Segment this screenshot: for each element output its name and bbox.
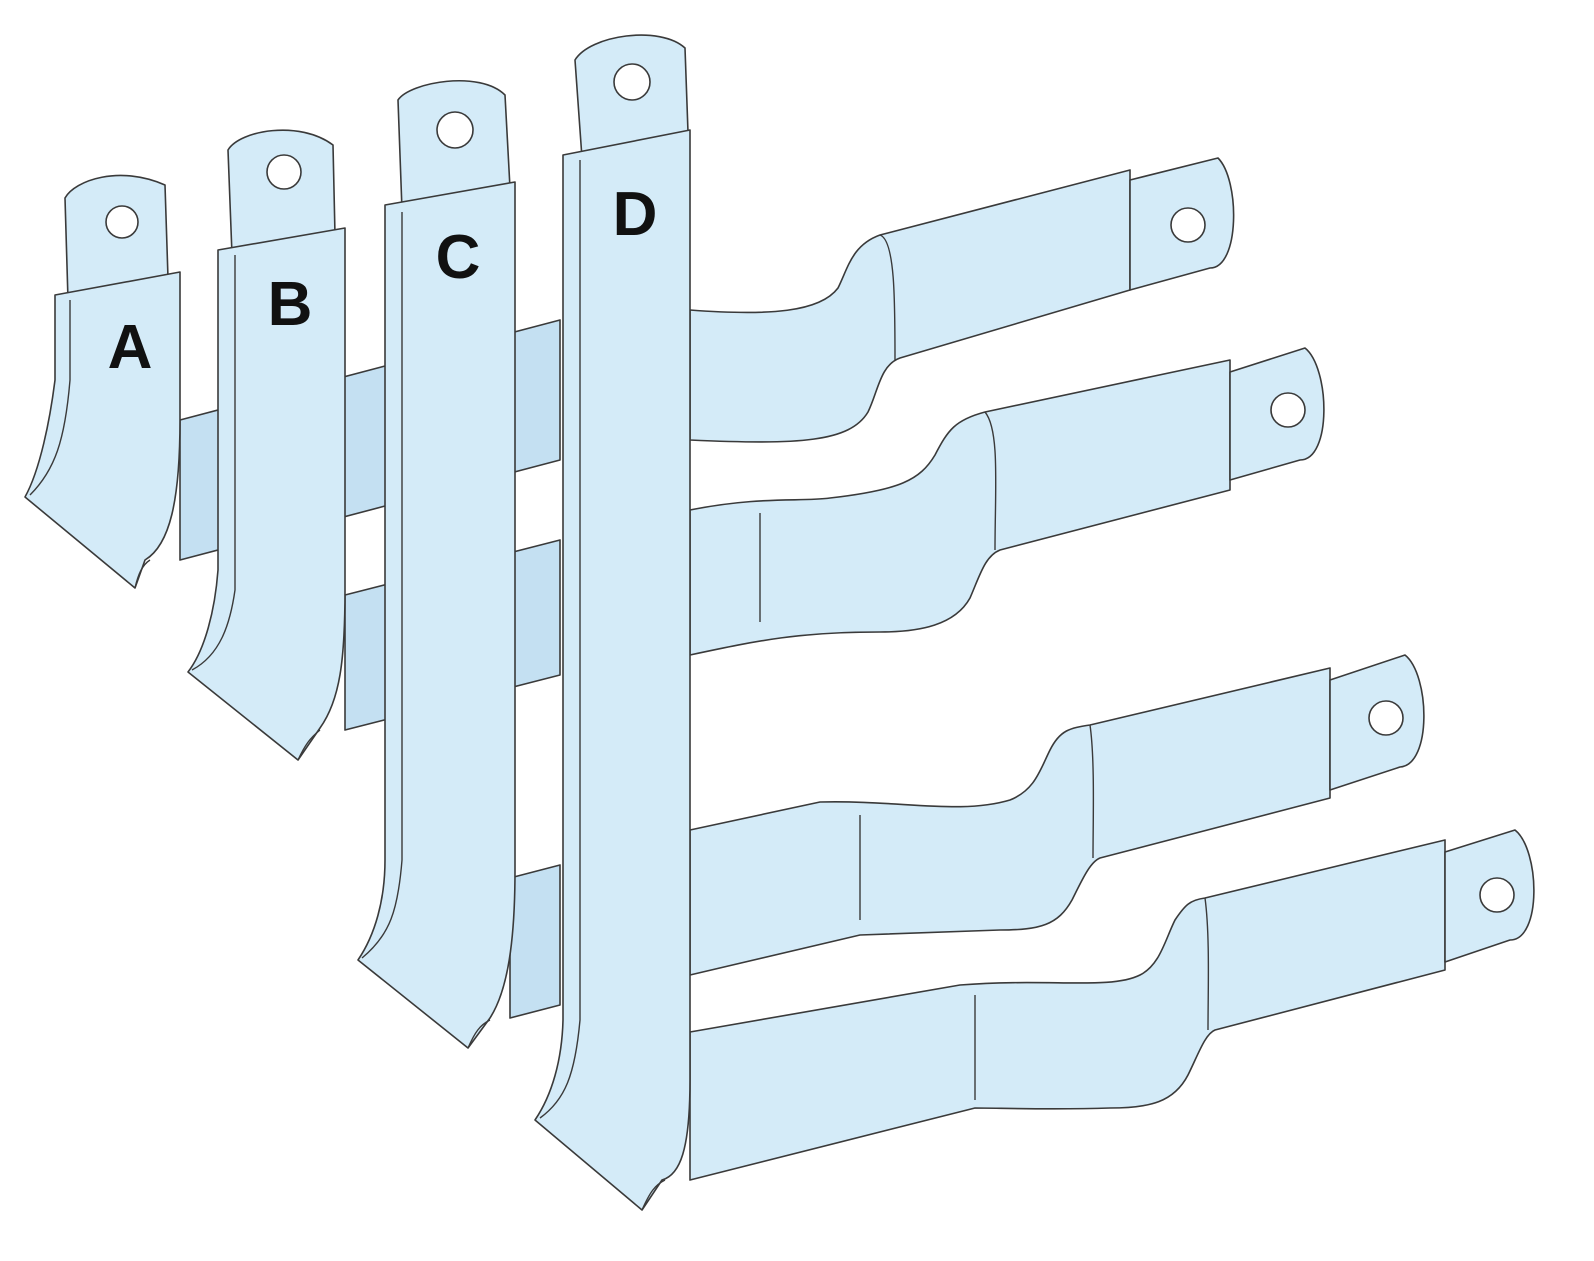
arm-4-lug-hole (1479, 877, 1515, 913)
label-c: C (436, 223, 481, 292)
upright-c: C (357, 79, 516, 1049)
label-d: D (613, 180, 658, 249)
arm-4 (689, 829, 1535, 1181)
upright-d-hole (613, 63, 651, 101)
upright-d: D (534, 34, 691, 1211)
upright-b: B (187, 129, 346, 761)
arm-2-lug-hole (1270, 392, 1306, 428)
arm-3 (689, 654, 1425, 976)
arm-2 (689, 347, 1325, 656)
arm-1-lug-hole (1170, 207, 1206, 243)
upright-a: A (24, 174, 181, 589)
upright-c-hole (436, 111, 474, 149)
label-a: A (108, 313, 153, 382)
upright-a-hole (105, 205, 139, 239)
upright-b-hole (266, 154, 302, 190)
arm-1 (689, 157, 1235, 443)
label-b: B (268, 270, 313, 339)
arm-3-lug-hole (1368, 700, 1404, 736)
